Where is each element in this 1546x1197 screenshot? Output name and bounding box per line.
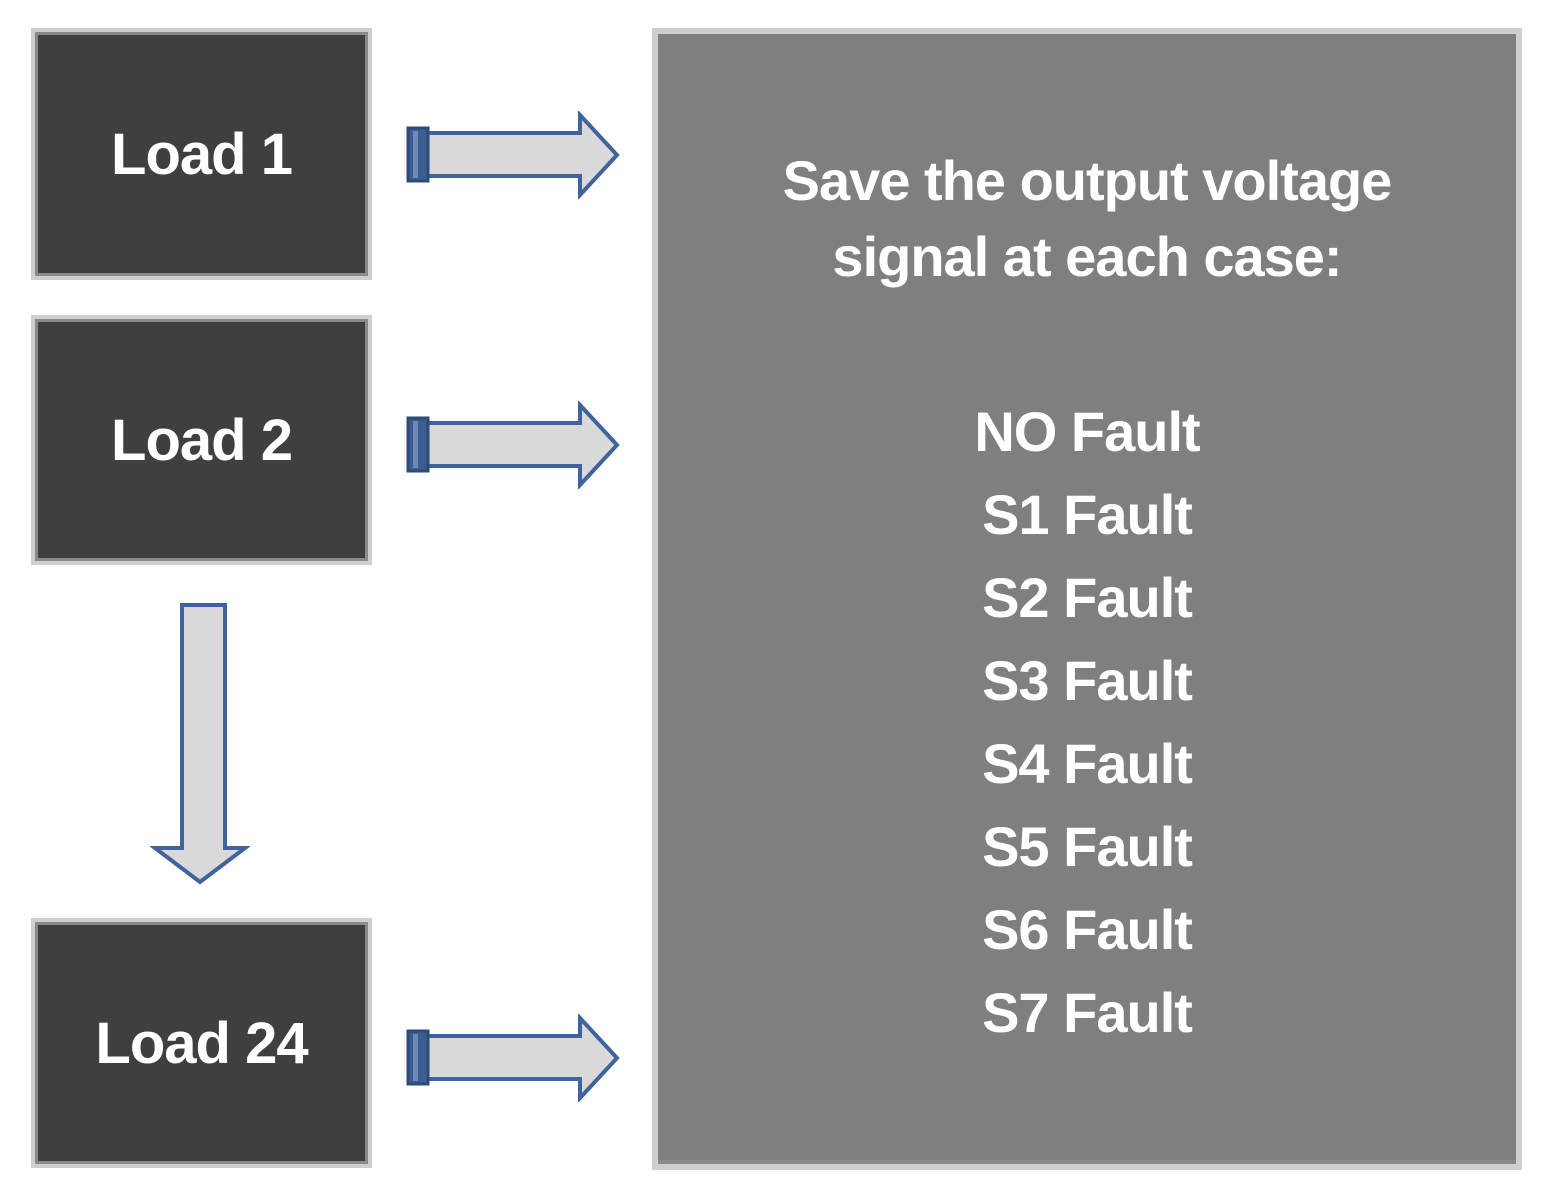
arrow-load2-to-panel-icon [406, 401, 620, 489]
case-item-s5-fault: S5 Fault [982, 815, 1193, 878]
load-2-box: Load 2 [31, 315, 372, 565]
fault-case-list: NO Fault S1 Fault S2 Fault S3 Fault S4 F… [658, 390, 1516, 1054]
panel-title-line-1: Save the output voltage [782, 149, 1393, 212]
load-24-label: Load 24 [95, 1010, 308, 1076]
panel-title-line-2: signal at each case: [832, 225, 1342, 288]
case-item-s7-fault: S7 Fault [982, 981, 1193, 1044]
load-1-label: Load 1 [111, 121, 293, 187]
case-item-s2-fault: S2 Fault [982, 566, 1193, 629]
case-item-s4-fault: S4 Fault [982, 732, 1193, 795]
case-item-s6-fault: S6 Fault [982, 898, 1193, 961]
arrow-load24-to-panel-icon [406, 1014, 620, 1102]
load-24-box: Load 24 [31, 918, 372, 1168]
ellipsis-down-arrow-icon [150, 603, 250, 885]
load-1-box: Load 1 [31, 28, 372, 280]
output-voltage-panel: Save the output voltage signal at each c… [652, 28, 1522, 1170]
case-item-no-fault: NO Fault [974, 400, 1200, 463]
case-item-s1-fault: S1 Fault [982, 483, 1193, 546]
load-2-label: Load 2 [111, 407, 293, 473]
case-item-s3-fault: S3 Fault [982, 649, 1193, 712]
arrow-load1-to-panel-icon [406, 111, 620, 199]
panel-title: Save the output voltage signal at each c… [658, 143, 1516, 295]
